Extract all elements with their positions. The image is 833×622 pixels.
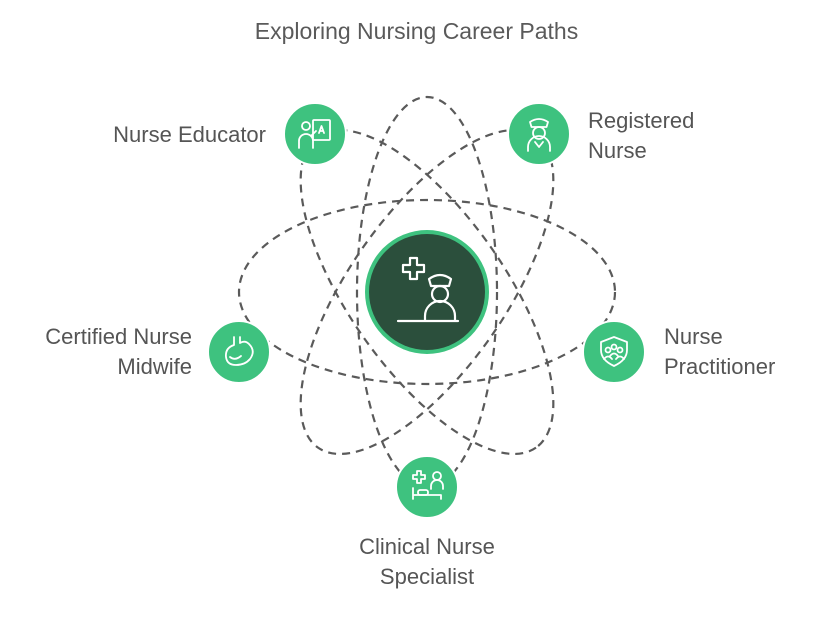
node-nurse-practitioner: [582, 320, 646, 384]
stomach-icon: [225, 336, 254, 366]
label-line: Nurse: [664, 324, 723, 349]
center-node: [365, 230, 489, 354]
label-line: Certified Nurse: [45, 324, 192, 349]
teacher-board-icon: [298, 119, 331, 149]
nurse-medical-icon: [396, 256, 460, 323]
label-line: Clinical Nurse: [359, 534, 495, 559]
label-line: Midwife: [117, 354, 192, 379]
label-line: Nurse Educator: [113, 122, 266, 147]
label-certified-nurse-midwife: Certified Nurse Midwife: [6, 322, 192, 382]
node-certified-nurse-midwife: [207, 320, 271, 384]
nurse-person-icon: [527, 118, 551, 152]
label-line: Practitioner: [664, 354, 776, 379]
diagram-title: Exploring Nursing Career Paths: [254, 18, 579, 44]
patient-bed-icon: [412, 470, 444, 500]
label-nurse-educator: Nurse Educator: [66, 120, 266, 150]
node-nurse-educator: [283, 102, 347, 166]
shield-people-icon: [600, 336, 628, 367]
orbit-vertical: [355, 95, 499, 489]
label-line: Specialist: [379, 564, 475, 589]
node-registered-nurse: [507, 102, 571, 166]
label-nurse-practitioner: Nurse Practitioner: [664, 322, 824, 382]
label-line: Registered: [588, 108, 695, 133]
orbit-horizontal: [237, 198, 617, 386]
node-clinical-nurse-specialist: [395, 455, 459, 519]
label-line: Nurse: [588, 138, 647, 163]
label-registered-nurse: Registered Nurse: [588, 106, 788, 166]
label-clinical-nurse-specialist: Clinical Nurse Specialist: [324, 532, 530, 592]
